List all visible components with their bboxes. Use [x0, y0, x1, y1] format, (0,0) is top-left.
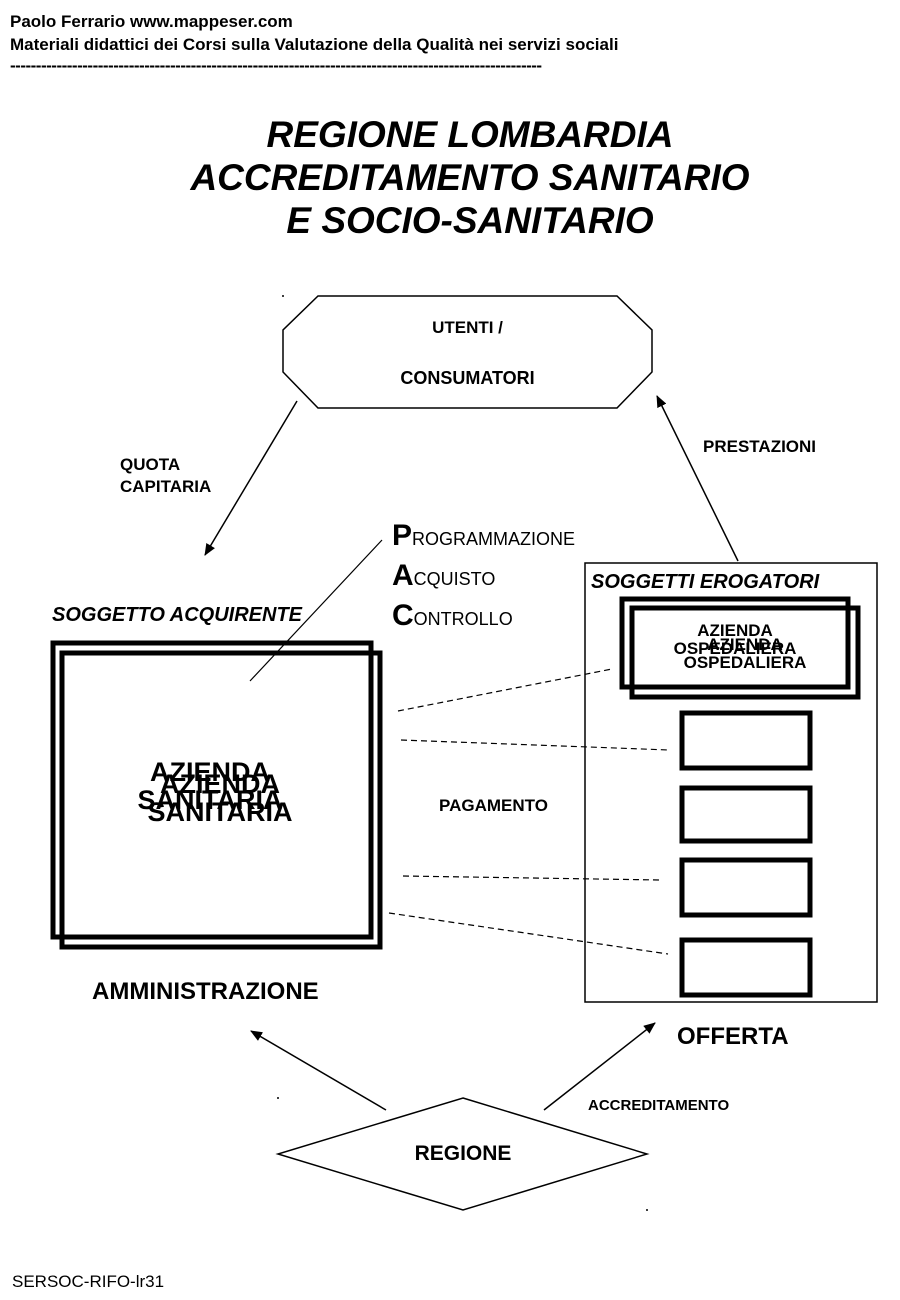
capitaria-label: CAPITARIA — [120, 477, 212, 496]
header-rule: ----------------------------------------… — [10, 56, 542, 75]
title-line-2: ACCREDITAMENTO SANITARIO — [190, 157, 750, 198]
provider-box — [679, 710, 813, 771]
regione-label: REGIONE — [414, 1142, 512, 1165]
pac-rest: ROGRAMMAZIONE — [412, 529, 576, 549]
arrow-prestazioni — [656, 395, 739, 562]
footer-code: SERSOC-RIFO-lr31 — [12, 1272, 165, 1291]
provider-box — [679, 857, 813, 918]
provider-box — [679, 785, 813, 844]
regione-diamond — [275, 1097, 650, 1211]
pagamento-label: PAGAMENTO — [439, 796, 548, 815]
pac-controllo: CONTROLLO — [392, 599, 513, 633]
title-line-1: REGIONE LOMBARDIA — [266, 114, 674, 155]
pac-rest: CQUISTO — [413, 569, 496, 589]
header-course-line: Materiali didattici dei Corsi sulla Valu… — [10, 35, 619, 54]
utenti-box — [282, 295, 653, 409]
payment-line — [400, 739, 670, 751]
pac-initial: P — [392, 519, 413, 552]
header-author-line: Paolo Ferrario www.mappeser.com — [10, 12, 293, 31]
arrow-quota-capitaria — [204, 400, 298, 556]
title-line-3: E SOCIO-SANITARIO — [286, 200, 654, 241]
offerta-label: OFFERTA — [677, 1023, 789, 1050]
payment-line — [397, 668, 613, 712]
azienda-ospedaliera-box-back — [629, 605, 861, 700]
pac-rest: ONTROLLO — [413, 609, 513, 629]
azienda-ospedaliera-text-back: AZIENDA OSPEDALIERA — [673, 621, 797, 658]
pac-acquisto: ACQUISTO — [392, 559, 495, 593]
prestazioni-label: PRESTAZIONI — [703, 437, 817, 456]
pac-initial: C — [392, 599, 414, 632]
pac-programmazione: PROGRAMMAZIONE — [392, 519, 575, 553]
arrow-to-offerta — [543, 1022, 656, 1111]
pac-initial: A — [392, 559, 414, 592]
azienda-sanitaria-text: AZIENDA SANITARIA — [147, 769, 293, 827]
azienda-ospedaliera-text: AZIENDA OSPEDALIERA — [683, 635, 807, 672]
azienda-ospedaliera-box-front — [619, 596, 851, 690]
utenti-label: UTENTI / — [432, 318, 503, 337]
azienda-sanitaria-box-back — [59, 650, 383, 950]
consumatori-label: CONSUMATORI — [400, 368, 535, 388]
accreditamento-label: ACCREDITAMENTO — [588, 1097, 730, 1114]
payment-line — [388, 912, 669, 955]
quota-label: QUOTA — [120, 455, 181, 474]
azienda-sanitaria-box-front — [50, 640, 374, 940]
provider-box — [679, 937, 813, 998]
amministrazione-label: AMMINISTRAZIONE — [92, 978, 319, 1005]
arrow-to-amministrazione — [250, 1030, 387, 1111]
azienda-sanitaria-text-back: AZIENDA SANITARIA — [137, 757, 283, 815]
soggetto-acquirente-label: SOGGETTO ACQUIRENTE — [52, 604, 303, 626]
pac-leader-line — [249, 539, 383, 682]
payment-line — [402, 875, 662, 881]
soggetti-erogatori-label: SOGGETTI EROGATORI — [591, 571, 820, 593]
